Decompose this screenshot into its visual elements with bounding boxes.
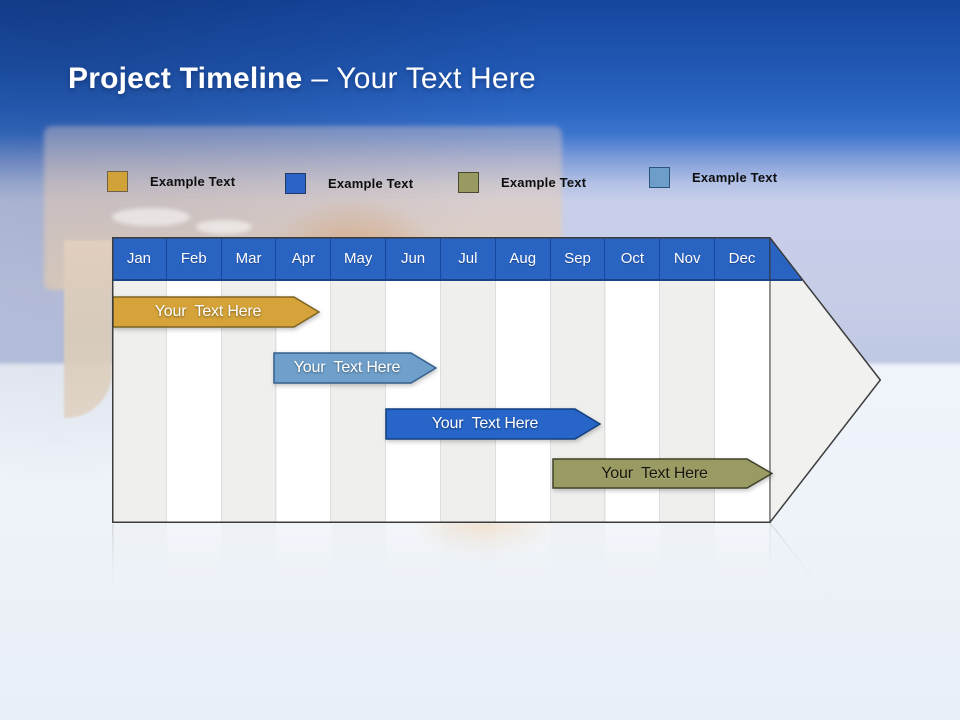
title-suffix: – Your Text Here [311,62,536,95]
bar-label: Your Text Here [601,464,708,482]
background-photo-cube-edge [64,240,112,418]
timeline-bar: Your Text Here [552,458,773,489]
title-main: Project Timeline [68,62,303,95]
background-photo-highlight [196,220,252,234]
bar-label: Your Text Here [154,303,262,320]
bar-label: Your Text Here [293,359,401,376]
timeline-bar: Your Text Here [385,408,601,440]
timeline-bar: Your Text Here [273,352,437,384]
background-photo-highlight [112,208,190,226]
timeline-bar: Your Text Here [112,296,320,328]
slide-title: Project Timeline– Your Text Here [68,60,536,98]
bar-label: Your Text Here [431,415,539,432]
reflection-fade [0,523,960,720]
